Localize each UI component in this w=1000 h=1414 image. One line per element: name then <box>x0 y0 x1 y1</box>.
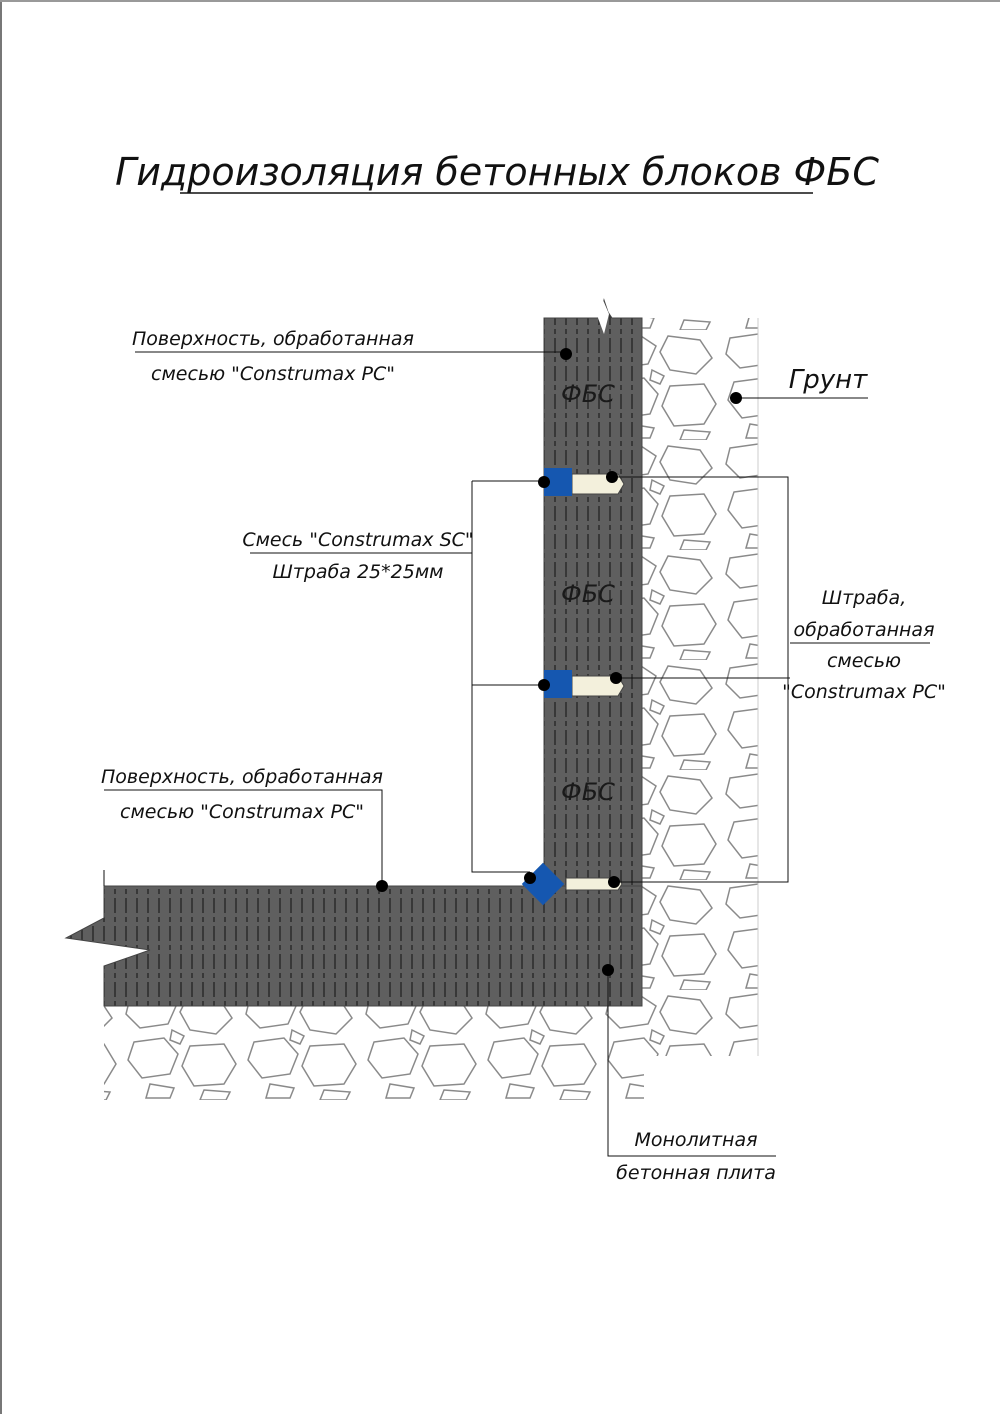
callout-slab-line1: Монолитная <box>634 1129 757 1151</box>
callout-mix-sc-line2: Штраба 25*25мм <box>272 561 443 583</box>
ground-right <box>642 318 758 1056</box>
callout-groove-line2: обработанная <box>793 619 934 641</box>
monolithic-slab <box>64 885 643 1007</box>
callout-surface-top-line2: смесью "Construmax PC" <box>151 363 395 385</box>
callout-groove-line4: "Construmax PC" <box>782 681 946 703</box>
callout-surface-top-line1: Поверхность, обработанная <box>132 328 414 350</box>
groove-joint-3 <box>565 877 623 891</box>
callout-groove-line3: смесью <box>827 650 901 672</box>
wall-break-mark <box>598 300 609 334</box>
block-label-1: ФБС <box>561 380 615 408</box>
callout-slab-line2: бетонная плита <box>616 1162 776 1184</box>
block-label-2: ФБС <box>561 580 615 608</box>
ground-under-slab <box>104 1006 644 1102</box>
drawing-title: Гидроизоляция бетонных блоков ФБС <box>115 150 879 194</box>
sheet-frame-left <box>0 0 2 1414</box>
block-label-3: ФБС <box>561 778 615 806</box>
callout-surface-bottom-line2: смесью "Construmax PC" <box>120 801 364 823</box>
callout-surface-bottom-line1: Поверхность, обработанная <box>101 766 383 788</box>
callout-mix-sc-line1: Смесь "Construmax SC" <box>242 529 473 551</box>
callout-groove-line1: Штраба, <box>822 587 907 609</box>
sheet-frame-top <box>0 0 1000 2</box>
callout-ground: Грунт <box>789 365 868 395</box>
leader-dots <box>376 348 742 976</box>
